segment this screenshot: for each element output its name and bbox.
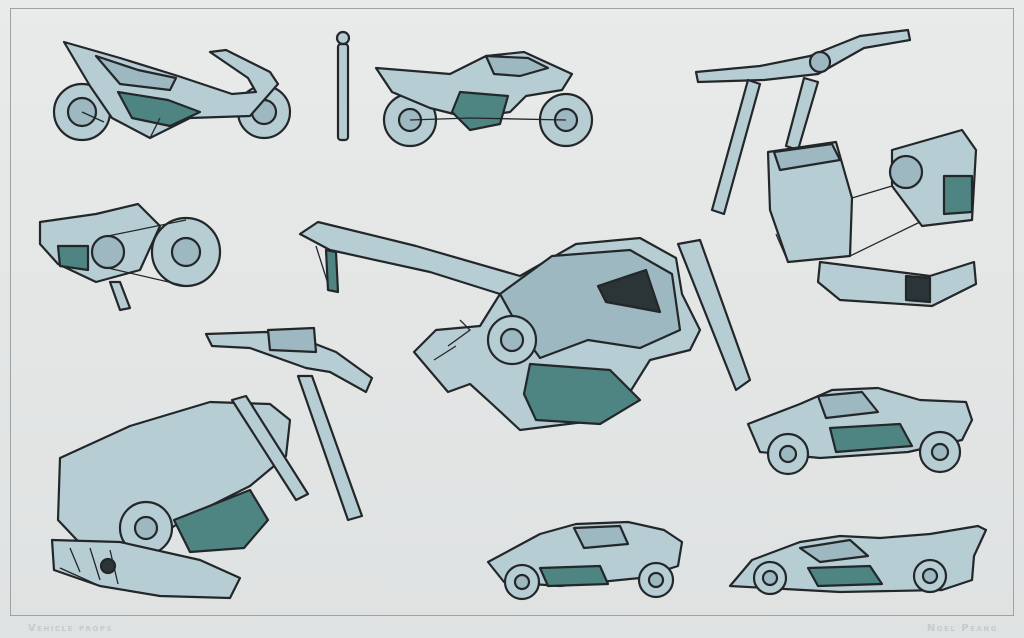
sheet-border bbox=[10, 8, 1014, 616]
sketch-supercar bbox=[728, 524, 988, 596]
sketch-bike-frame-seat bbox=[50, 326, 374, 600]
sketch-open-buggy bbox=[486, 520, 684, 601]
caption-artist: Noel Peang bbox=[926, 623, 998, 634]
sketch-rear-swingarm bbox=[38, 202, 222, 312]
sketch-sport-bike bbox=[52, 40, 292, 142]
sketch-dune-buggy bbox=[746, 386, 974, 476]
sketch-hover-bike-main bbox=[298, 220, 752, 432]
sketch-naked-bike bbox=[374, 50, 594, 148]
caption-title: Vehicle props bbox=[28, 623, 113, 634]
sketch-kickstand bbox=[335, 30, 351, 142]
sketch-bike-frame-front bbox=[694, 28, 978, 308]
